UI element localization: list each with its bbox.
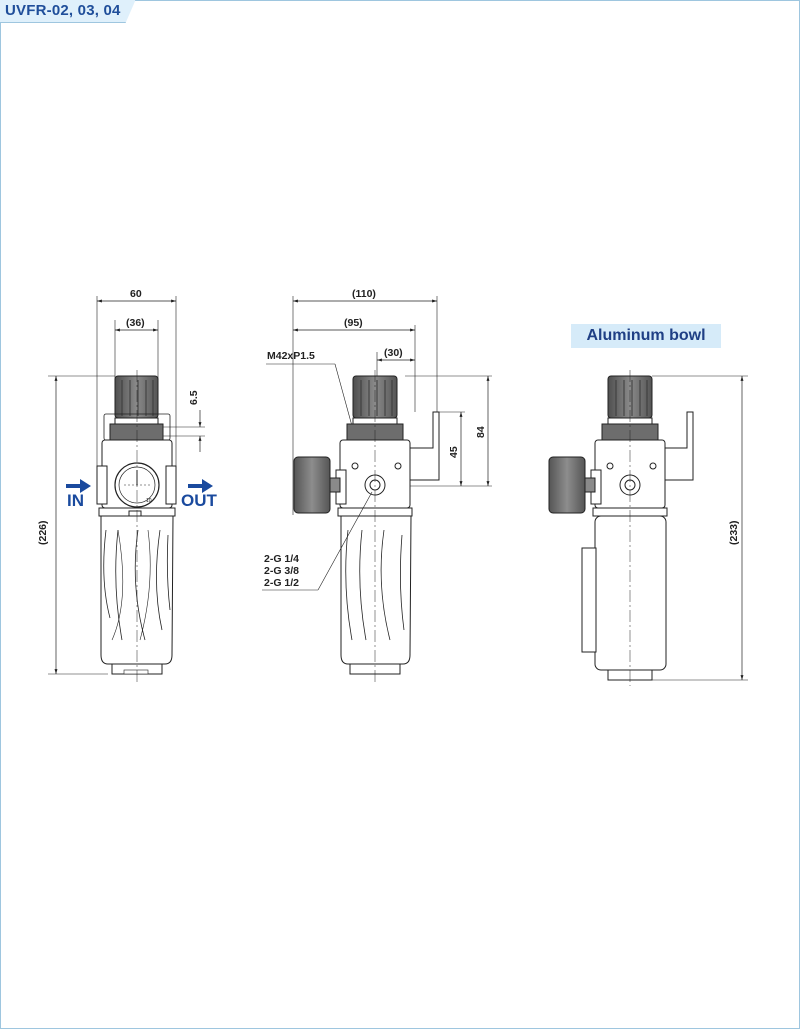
- dim-height: (226): [37, 520, 49, 545]
- model-title: UVFR-02, 03, 04: [5, 2, 121, 19]
- dim-h84: 84: [475, 426, 487, 438]
- dim-h45: 45: [448, 446, 460, 458]
- in-arrow-icon: [66, 479, 91, 493]
- dim-alu-height: (233): [728, 520, 740, 545]
- gauge-text: 10: [146, 498, 152, 504]
- side-view: [262, 296, 492, 682]
- dim-inner-width: (36): [126, 317, 145, 329]
- dim-width: 60: [130, 288, 142, 300]
- front-view: [48, 296, 205, 682]
- out-label: OUT: [181, 491, 218, 510]
- port-label-1: 2-G 1/4: [264, 553, 299, 565]
- aluminum-view: [548, 370, 748, 686]
- dim-overall: (110): [352, 288, 376, 300]
- in-label: IN: [67, 491, 84, 510]
- dim-small: (30): [384, 347, 403, 359]
- thread-label: M42xP1.5: [267, 350, 315, 362]
- dim-mid: (95): [344, 317, 363, 329]
- title-tab: UVFR-02, 03, 04: [0, 0, 136, 23]
- port-label-3: 2-G 1/2: [264, 577, 299, 589]
- dim-offset: 6.5: [188, 390, 200, 405]
- flow-arrows: IN OUT: [66, 479, 218, 510]
- out-arrow-icon: [188, 479, 213, 493]
- port-label-2: 2-G 3/8: [264, 565, 299, 577]
- aluminum-bowl-badge: Aluminum bowl: [571, 324, 721, 348]
- aluminum-bowl-label: Aluminum bowl: [586, 327, 706, 344]
